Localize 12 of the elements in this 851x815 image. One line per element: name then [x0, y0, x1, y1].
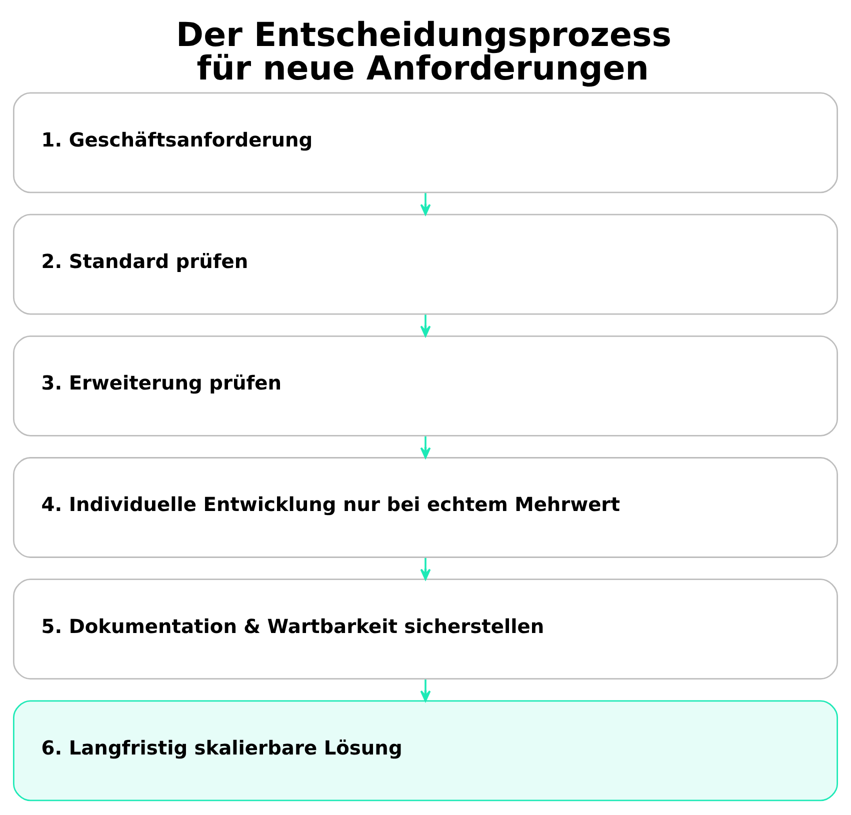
arrow [420, 192, 431, 215]
node-box: 4. Individuelle Entwicklung nur bei echtem Mehrwert [13, 456, 838, 558]
diagram-title: Der Entscheidungsprozess für neue Anforderungen [176, 14, 672, 87]
node-box: 1. Geschäftsanforderung [13, 92, 838, 193]
node-box: 6. Langfristig skalierbare Lösung [13, 700, 838, 801]
node-box: 5. Dokumentation & Wartbarkeit sicherstellen [13, 578, 838, 680]
arrow [420, 557, 431, 580]
arrow [420, 314, 431, 336]
arrow [420, 679, 431, 702]
node-box: 3. Erweiterung prüfen [13, 334, 838, 436]
node-box: 2. Standard prüfen [13, 213, 838, 314]
arrow [420, 436, 431, 458]
